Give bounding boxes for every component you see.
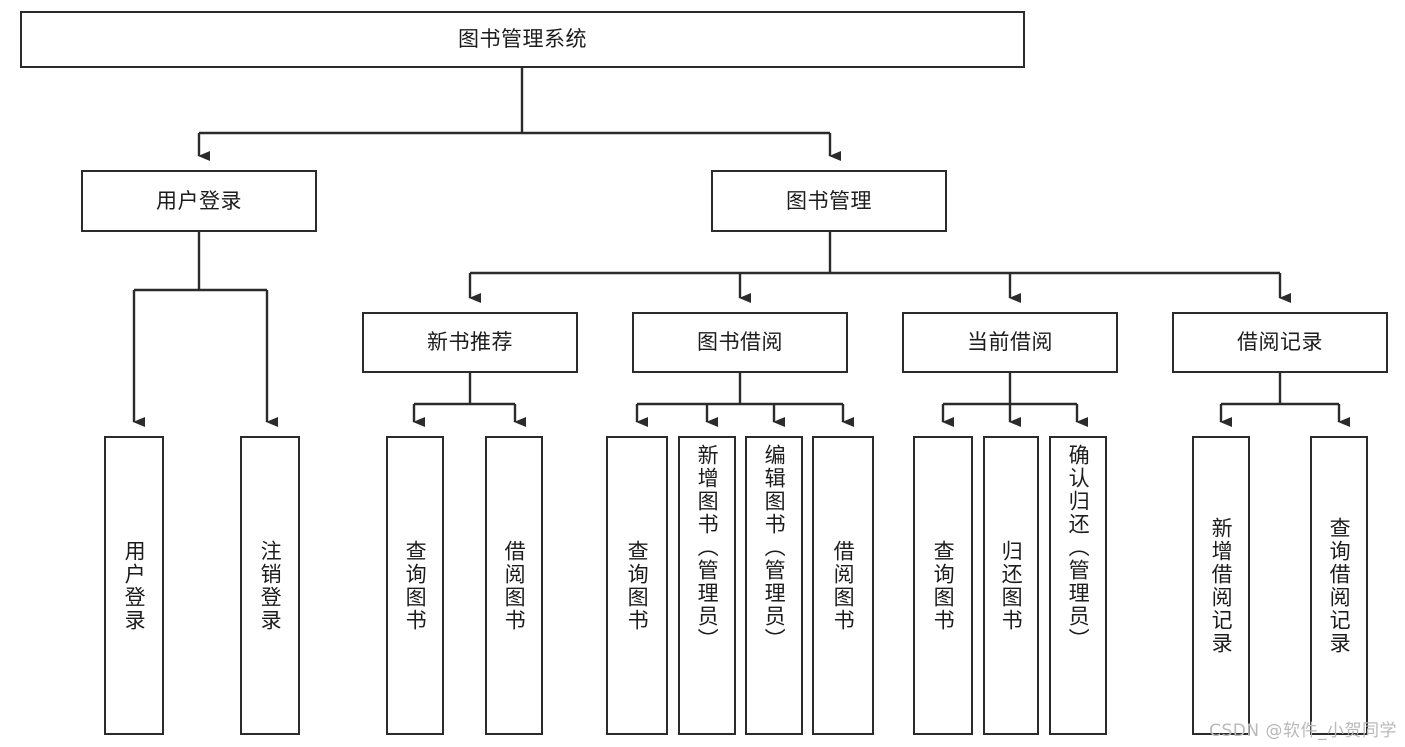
node-label: 新书推荐 [427, 330, 513, 355]
node-book-borrow[interactable]: 图书借阅 [632, 312, 848, 373]
node-label: 编辑图书（管理员） [762, 444, 787, 651]
node-label: 查询借阅记录 [1327, 516, 1352, 655]
node-borrow-record[interactable]: 借阅记录 [1172, 312, 1388, 373]
leaf-current-return-book[interactable]: 归还图书 [983, 436, 1039, 735]
node-label: 借阅图书 [502, 539, 527, 632]
node-label: 用户登录 [156, 188, 242, 213]
node-label: 注销登录 [258, 539, 283, 632]
leaf-user-login-signin[interactable]: 用户登录 [104, 436, 164, 735]
leaf-current-confirm-return-admin[interactable]: 确认归还（管理员） [1049, 436, 1107, 735]
node-label: 新增借阅记录 [1209, 516, 1234, 655]
node-label: 查询图书 [931, 539, 956, 632]
node-current-borrow[interactable]: 当前借阅 [902, 312, 1118, 373]
leaf-borrow-edit-book-admin[interactable]: 编辑图书（管理员） [745, 436, 803, 735]
node-user-login[interactable]: 用户登录 [81, 170, 317, 232]
watermark: CSDN @软件_小贺同学 [1209, 721, 1397, 741]
node-label: 图书管理系统 [458, 27, 587, 52]
leaf-recommend-query-book[interactable]: 查询图书 [386, 436, 444, 735]
leaf-recommend-borrow-book[interactable]: 借阅图书 [485, 436, 543, 735]
node-label: 新增图书（管理员） [695, 444, 720, 651]
leaf-user-login-signout[interactable]: 注销登录 [240, 436, 300, 735]
node-label: 归还图书 [999, 539, 1024, 632]
leaf-record-query-record[interactable]: 查询借阅记录 [1310, 436, 1368, 735]
node-label: 确认归还（管理员） [1066, 444, 1091, 651]
node-label: 图书借阅 [697, 330, 783, 355]
node-label: 图书管理 [786, 188, 872, 213]
node-label: 当前借阅 [967, 330, 1053, 355]
node-label: 借阅图书 [831, 539, 856, 632]
leaf-borrow-add-book-admin[interactable]: 新增图书（管理员） [678, 436, 736, 735]
node-label: 借阅记录 [1237, 330, 1323, 355]
node-label: 查询图书 [403, 539, 428, 632]
node-new-book-recommend[interactable]: 新书推荐 [362, 312, 578, 373]
node-label: 查询图书 [625, 539, 650, 632]
leaf-current-query-book[interactable]: 查询图书 [913, 436, 973, 735]
leaf-record-add-record[interactable]: 新增借阅记录 [1192, 436, 1250, 735]
node-book-management[interactable]: 图书管理 [711, 170, 947, 232]
leaf-borrow-borrow-book[interactable]: 借阅图书 [812, 436, 874, 735]
leaf-borrow-query-book[interactable]: 查询图书 [606, 436, 668, 735]
node-root-system[interactable]: 图书管理系统 [20, 11, 1025, 68]
node-label: 用户登录 [122, 539, 147, 632]
